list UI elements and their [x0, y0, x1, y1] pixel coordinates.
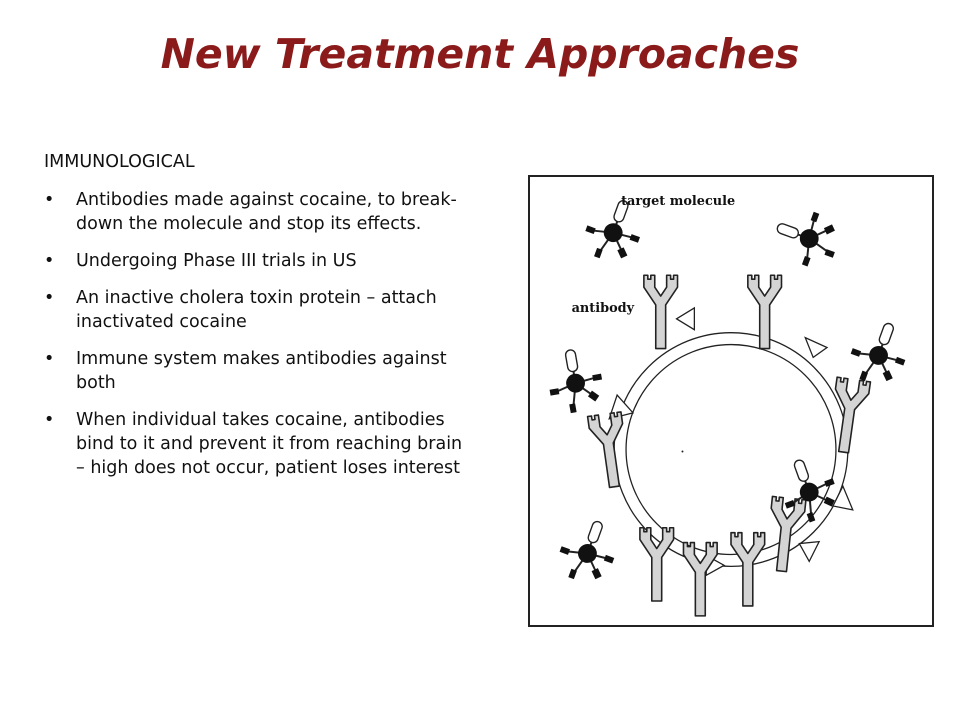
antibody-diagram-svg: target molecule antibody — [542, 190, 917, 617]
center-dot — [681, 450, 684, 453]
label-target-molecule: target molecule — [621, 194, 735, 209]
antibody-extra — [682, 541, 718, 617]
bullet-item: Immune system makes antibodies against b… — [44, 347, 474, 395]
antibody-bottom-left — [639, 526, 675, 602]
antibody-left — [586, 411, 632, 490]
bullet-item: Undergoing Phase III trials in US — [44, 249, 474, 273]
bullet-item: When individual takes cocaine, antibodie… — [44, 408, 474, 480]
target-molecule-top-right — [767, 200, 847, 275]
target-molecule-bottom-left — [551, 511, 626, 591]
antibody-top-left — [643, 274, 679, 350]
antibody-top-right — [747, 274, 783, 350]
bullet-list: Antibodies made against cocaine, to brea… — [44, 188, 474, 480]
cycle-ring-inner — [625, 343, 837, 556]
bullet-item: Antibodies made against cocaine, to brea… — [44, 188, 474, 236]
antibody-bottom-center — [730, 531, 766, 607]
target-molecule-right — [842, 313, 917, 393]
target-molecule-left — [542, 344, 608, 418]
slide-title: New Treatment Approaches — [160, 30, 800, 78]
antibody-bottom-right — [763, 495, 807, 574]
section-heading: IMMUNOLOGICAL — [44, 152, 195, 172]
bullet-item: An inactive cholera toxin protein – atta… — [44, 286, 474, 334]
antibody-right — [826, 376, 872, 456]
antibody-diagram: target molecule antibody — [528, 175, 934, 627]
label-antibody: antibody — [572, 301, 635, 316]
text-content: IMMUNOLOGICAL Antibodies made against co… — [44, 150, 474, 493]
